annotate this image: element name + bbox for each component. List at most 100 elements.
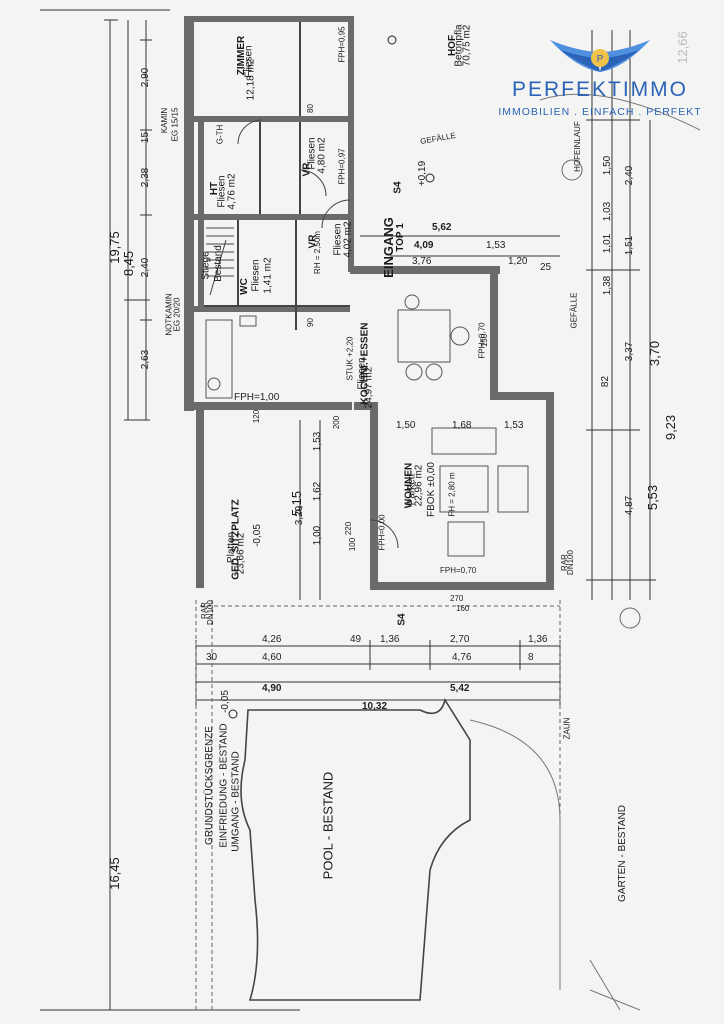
hofeinlauf-label: HOFEINLAUF [572,121,582,172]
dim-16-45: 16,45 [106,857,122,890]
dim-3-70: 3,70 [647,340,663,367]
dim-100: 100 [348,537,358,552]
gefaelle2-label: GEFÄLLE [569,292,579,329]
fph-100-label: FPH=1,00 [234,392,280,403]
dim-2-90: 2,90 [140,67,152,88]
dim-120: 120 [252,409,262,424]
dim-2-40r: 2,40 [624,165,636,186]
dim-80: 80 [305,104,315,113]
top-label: TOP 1 [394,223,406,252]
stiege-note: Bestand [212,245,224,282]
interior-partitions [204,22,350,330]
level-markers [228,35,435,719]
eingang-label: EINGANG [380,217,396,278]
dim-4-76: 4,76 [452,652,472,663]
dim-4-60: 4,60 [262,652,282,663]
room-vr2-area: 4,02 m2 [342,221,354,258]
left-dimension-lines [40,9,300,1011]
dim-150: 150 [480,333,490,348]
dim-5-53: 5,53 [645,484,661,511]
dim-220: 220 [344,521,354,536]
garten-label: GARTEN - BESTAND [616,805,628,902]
dim-25: 25 [540,262,552,273]
grundstueck-label: GRUNDSTÜCKSGRENZE [203,726,215,845]
dim-2-63: 2,63 [140,349,152,370]
dim-1-50r: 1,50 [602,155,614,176]
dim-49: 49 [350,634,362,645]
dim-82: 82 [600,375,612,388]
dim-2-38: 2,38 [140,167,152,188]
room-kochen-area: 24,97 m2 [363,366,375,409]
s4-bottom-label: S4 [396,613,408,626]
room-hof-area: 70,75 m2 [461,24,473,67]
room-vr1-area: 4,80 m2 [316,137,328,174]
dim-1-53a: 1,53 [486,240,506,251]
dim-160: 160 [456,604,470,613]
room-sitzplatz-area: 23,66 m2 [235,532,247,575]
rar1-dn-label: DN100 [205,600,215,625]
dim-8: 8 [528,652,534,663]
wohnen-fbok: FBOK ±0,00 [425,462,437,517]
zaun-label: ZAUN [562,717,572,740]
brand-name: PERFEKTIMMO [511,78,688,101]
dim-10-32: 10,32 [362,701,388,712]
dim-1-62: 1,62 [312,481,324,502]
dim-9-23: 9,23 [663,414,679,441]
fph-000-label: FPH=0,00 [377,514,387,551]
dim-1-00: 1,00 [312,525,324,546]
dim-1-38: 1,38 [602,275,614,296]
stair-symbol [206,227,234,296]
dim-3-37: 3,37 [624,341,636,362]
hofeinlauf-marks [561,159,641,629]
fph-070b-label: FPH=0,70 [440,566,477,575]
rar2-dn-label: DN100 [565,550,575,575]
perfektimmo-logo: P PERFEKTIMMO IMMOBILIEN . EINFACH . PER… [486,34,714,124]
dim-3-76: 3,76 [412,256,432,267]
dim-1-20: 1,20 [508,256,528,267]
dim-1-36b: 1,36 [528,634,548,645]
dim-4-09: 4,09 [414,240,434,251]
brand-tagline: IMMOBILIEN . EINFACH . PERFEKT [498,106,702,118]
s4-top-label: S4 [392,181,404,194]
dim-4-26: 4,26 [262,634,282,645]
room-wc-floor: Fliesen [250,259,262,292]
room-sitzplatz-level: -0,05 [251,524,263,547]
dim-1-53b: 1,53 [312,431,324,452]
dim-19-75: 19,75 [106,231,122,264]
dim-2-40: 2,40 [140,257,152,278]
dim-3-29: 3,29 [294,505,306,526]
dim-1-03: 1,03 [602,201,614,222]
umgang-label: UMGANG - BESTAND [230,751,242,852]
right-dimension-lines [586,30,656,600]
dim-4-90: 4,90 [262,683,282,694]
dim-1-50: 1,50 [396,420,416,431]
furniture [205,294,529,557]
stiege-label: Stiege [200,251,212,280]
wings-logo-icon: P [550,40,650,72]
dim-15: 15 [140,131,152,144]
fph-097-label: FPH=0,97 [337,148,347,185]
level-plus-label: +0,19 [417,160,429,187]
dim-4-87: 4,87 [624,495,636,516]
dim-8-45: 8,45 [121,250,137,277]
kamin-eg-label: EG 15/15 [170,107,180,142]
dim-1-53c: 1,53 [504,420,524,431]
dim-30: 30 [206,652,218,663]
dim-1-01: 1,01 [602,233,614,254]
dim-90: 90 [305,318,315,327]
notkamin-eg-label: EG 20/20 [172,297,182,332]
stuk-label: STUK +2,20 [345,336,355,381]
dim-270: 270 [450,594,464,603]
room-wohnen-area: 22,96 m2 [413,464,425,507]
dim-200: 200 [332,415,342,430]
pool-outline [240,697,471,1001]
room-wc-area: 1,41 m2 [262,257,274,294]
building-walls [184,16,554,590]
garden-curves [469,93,701,1011]
door-swings [237,119,399,549]
dim-1-51: 1,51 [624,235,636,256]
pool-label: POOL - BESTAND [320,771,336,880]
room-ht-area: 4,76 m2 [226,173,238,210]
dim-1-36a: 1,36 [380,634,400,645]
